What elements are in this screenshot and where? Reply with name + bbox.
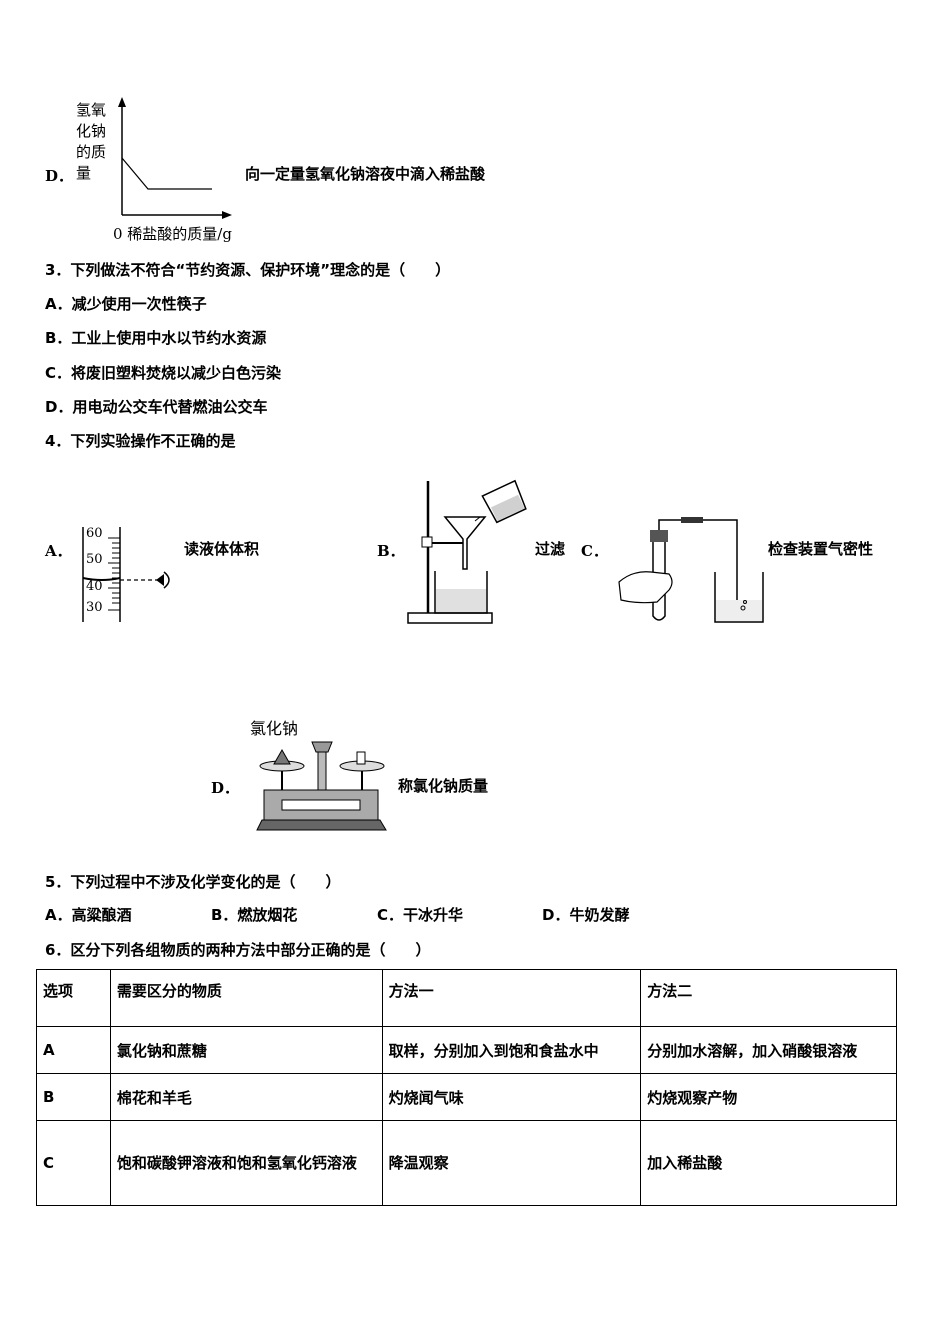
table-header-row: 选项 需要区分的物质 方法一 方法二 (36, 969, 897, 1027)
graph-x-axis-label: 0 稀盐酸的质量/g (113, 225, 232, 243)
q2-option-d-label: D． (45, 167, 74, 185)
balance-pan-label: 氯化钠 (250, 719, 299, 738)
graph-y-axis-label: 氢氧 化钠 的质 量 (76, 100, 106, 184)
q4-option-a-label: A． (45, 542, 72, 560)
q4-stem: 4．下列实验操作不正确的是 (45, 432, 236, 450)
table-row: C 饱和碳酸钾溶液和饱和氢氧化钙溶液 降温观察 加入稀盐酸 (36, 1120, 897, 1206)
cylinder-tick-label: 50 (86, 552, 103, 567)
table-cell: 降温观察 (381, 1120, 642, 1206)
table-row: B 棉花和羊毛 灼烧闻气味 灼烧观察产物 (36, 1073, 897, 1121)
q4-option-b-desc: 过滤 (535, 540, 566, 558)
q2-option-d-desc: 向一定量氢氧化钠溶夜中滴入稀盐酸 (245, 165, 486, 183)
q5-option: A．高粱酿酒 (45, 906, 132, 924)
y-label-line: 化钠 (76, 122, 107, 140)
q6-stem: 6．区分下列各组物质的两种方法中部分正确的是（ ） (45, 941, 431, 959)
q4-option-d-label: D． (211, 779, 240, 797)
airtightness-figure (618, 517, 764, 623)
table-cell: 取样，分别加入到饱和食盐水中 (381, 1026, 642, 1074)
q4-option-c-desc: 检查装置气密性 (768, 540, 874, 558)
table-cell: 饱和碳酸钾溶液和饱和氢氧化钙溶液 (109, 1120, 383, 1206)
cylinder-tick-label: 30 (86, 600, 103, 615)
table-cell: 氯化钠和蔗糖 (109, 1026, 383, 1074)
y-label-line: 的质 (76, 143, 107, 161)
q4-option-a-desc: 读液体体积 (184, 540, 260, 558)
table-header-cell: 方法一 (381, 969, 642, 1027)
q4-option-d-desc: 称氯化钠质量 (398, 777, 489, 795)
q4-option-c-label: C． (581, 542, 608, 560)
table-header-cell: 选项 (36, 969, 111, 1027)
table-row: A 氯化钠和蔗糖 取样，分别加入到饱和食盐水中 分别加水溶解，加入硝酸银溶液 (36, 1026, 897, 1074)
y-label-line: 量 (76, 164, 92, 182)
q3-option: D．用电动公交车代替燃油公交车 (45, 398, 268, 416)
q3-option: C．将废旧塑料焚烧以减少白色污染 (45, 364, 282, 382)
q5-stem: 5．下列过程中不涉及化学变化的是（ ） (45, 873, 341, 891)
table-cell: 分别加水溶解，加入硝酸银溶液 (640, 1026, 897, 1074)
q5-option: C．干冰升华 (377, 906, 464, 924)
table-header-cell: 方法二 (640, 969, 897, 1027)
q3-option: A．减少使用一次性筷子 (45, 295, 207, 313)
table-cell: 加入稀盐酸 (640, 1120, 897, 1206)
table-header-cell: 需要区分的物质 (109, 969, 383, 1027)
table-cell: A (36, 1026, 111, 1074)
q6-table: 选项 需要区分的物质 方法一 方法二 A 氯化钠和蔗糖 取样，分别加入到饱和食盐… (36, 969, 897, 1206)
filtration-figure (407, 479, 527, 624)
table-cell: 灼烧观察产物 (640, 1073, 897, 1121)
balance-figure (256, 741, 387, 831)
cylinder-tick-label: 40 (86, 579, 103, 594)
table-cell: 棉花和羊毛 (109, 1073, 383, 1121)
y-label-line: 氢氧 (76, 101, 107, 119)
q5-option: B．燃放烟花 (211, 906, 298, 924)
q3-option: B．工业上使用中水以节约水资源 (45, 329, 267, 347)
q2-graph (118, 97, 232, 219)
table-cell: C (36, 1120, 111, 1206)
q3-stem: 3．下列做法不符合“节约资源、保护环境”理念的是（ ） (45, 261, 451, 279)
cylinder-tick-label: 60 (86, 526, 103, 541)
graduated-cylinder-figure (82, 527, 170, 622)
table-cell: B (36, 1073, 111, 1121)
q4-option-b-label: B． (377, 542, 405, 560)
table-cell: 灼烧闻气味 (381, 1073, 642, 1121)
q5-option: D．牛奶发酵 (542, 906, 630, 924)
